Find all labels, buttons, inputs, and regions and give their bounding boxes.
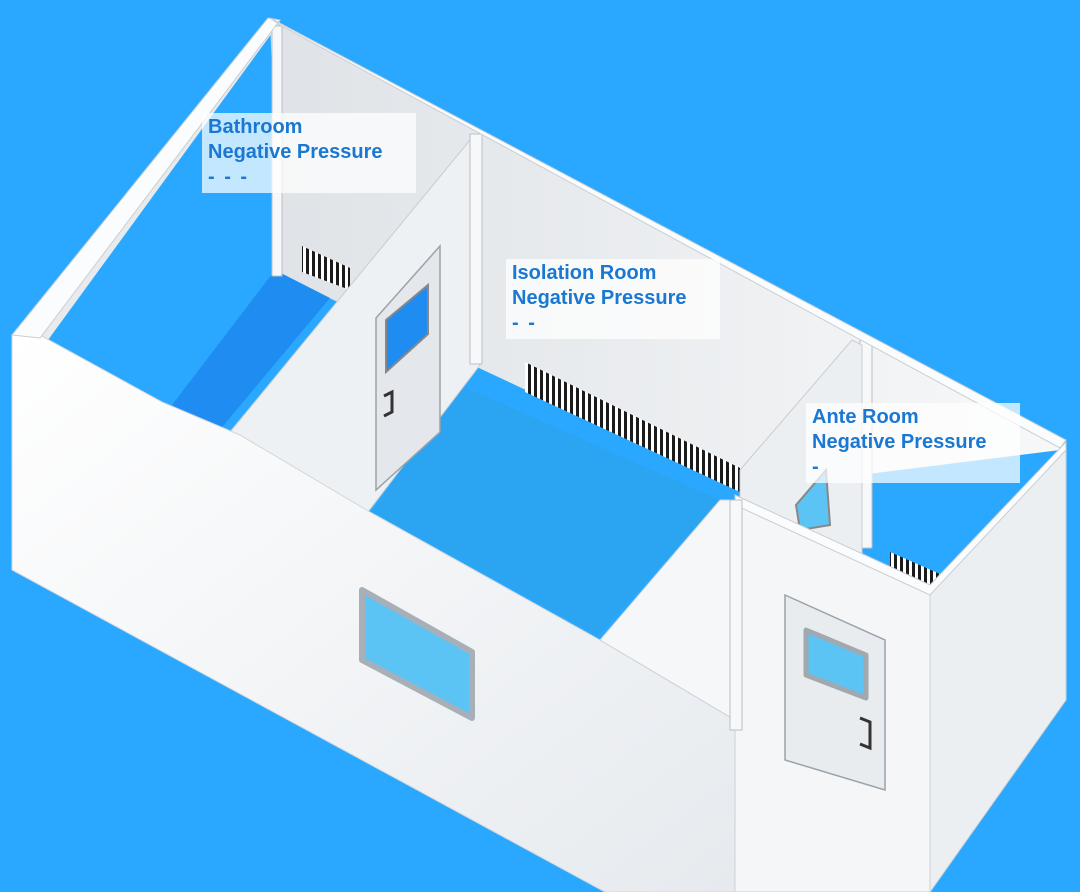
room-pressure: Negative Pressure — [812, 431, 987, 453]
vent-grille-icon — [525, 362, 740, 492]
pressure-indicator: - - — [512, 312, 537, 334]
room-name: Isolation Room — [512, 262, 657, 284]
room-label-bathroom: Bathroom Negative Pressure - - - — [202, 113, 416, 193]
door-window-icon — [803, 627, 869, 701]
vent-grille-icon — [890, 552, 940, 590]
room-pressure: Negative Pressure — [512, 287, 687, 309]
room-name: Ante Room — [812, 406, 919, 428]
pillar — [469, 133, 483, 365]
isolation-floor — [372, 385, 720, 636]
room-label-isolation: Isolation Room Negative Pressure - - — [506, 259, 720, 339]
room-label-ante: Ante Room Negative Pressure - — [806, 403, 1020, 483]
room-pressure: Negative Pressure — [208, 141, 383, 163]
bathroom-floor — [172, 270, 330, 432]
door-handle-icon — [383, 389, 394, 418]
pressure-indicator: - - - — [208, 166, 250, 188]
pillar — [729, 499, 743, 731]
vent-grille-icon — [302, 246, 350, 290]
wall-top-left — [11, 17, 281, 339]
door-window-icon — [385, 282, 429, 375]
ante-right-wall — [929, 443, 1067, 892]
pressure-indicator: - — [812, 456, 821, 478]
room-name: Bathroom — [208, 116, 303, 138]
isolation-window — [359, 587, 475, 721]
door-handle-icon — [859, 716, 872, 751]
